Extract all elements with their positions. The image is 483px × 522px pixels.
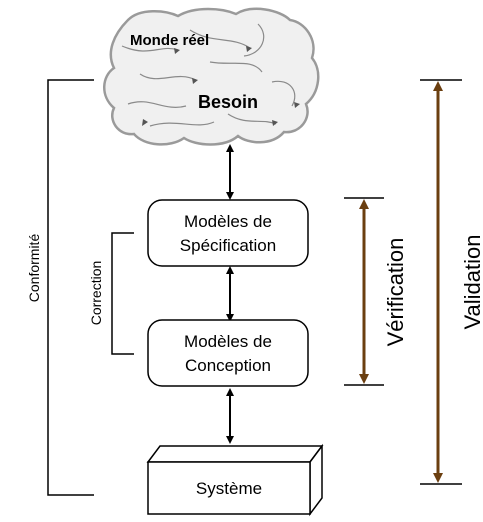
bracket-verification [344,197,384,386]
box-specification: Modèles de Spécification [147,199,309,267]
monde-reel-label: Monde réel [130,32,209,49]
real-world-cloud [103,7,320,146]
conformite-label: Conformité [26,234,42,303]
bracket-conformite [47,79,94,496]
bracket-correction [111,232,134,355]
verification-label: Vérification [383,238,408,347]
besoin-label: Besoin [198,92,258,112]
conception-line2: Conception [185,356,271,375]
box-conception: Modèles de Conception [147,319,309,387]
correction-label: Correction [88,261,104,326]
specification-line2: Spécification [180,236,276,255]
specification-line1: Modèles de [184,212,272,231]
box-systeme: Système [146,443,324,517]
systeme-label: Système [196,479,262,498]
bracket-validation [420,79,462,485]
conception-line1: Modèles de [184,332,272,351]
validation-label: Validation [460,235,483,330]
